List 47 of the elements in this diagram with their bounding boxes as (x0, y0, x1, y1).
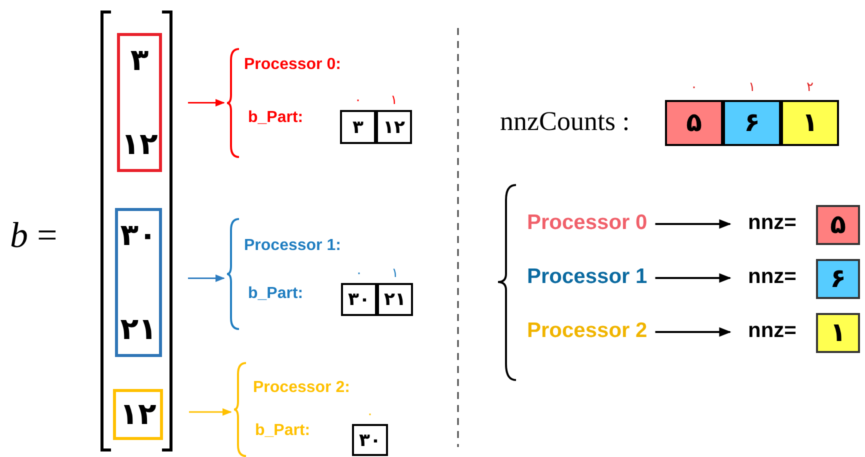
index-label: ۰ (356, 266, 362, 281)
processor-label: Processor 0 (527, 211, 648, 234)
processor-heading: Processor 0: (244, 56, 341, 74)
nnz-label: nnz= (748, 265, 796, 289)
processor-label: Processor 1 (527, 265, 648, 288)
cell-value: ۶ (830, 264, 846, 294)
array-name: nnzCounts : (500, 106, 630, 137)
arrow (655, 219, 732, 229)
vector-entry: ۱۲ (121, 128, 158, 161)
field-label: b_Part: (255, 422, 310, 440)
processor-heading: Processor 2: (253, 379, 350, 397)
nnz-label: nnz= (748, 319, 796, 343)
vector-entry: ۳۰ (120, 219, 157, 252)
field-label: b_Part: (248, 285, 304, 303)
vector-block (115, 208, 162, 357)
arrow (189, 408, 232, 416)
arrow (655, 327, 732, 337)
vector-block (117, 33, 162, 172)
arrow (188, 98, 225, 107)
index-label: ۲ (806, 80, 814, 95)
cell-value: ۳۰ (359, 430, 381, 450)
field-label: b_Part: (248, 109, 304, 127)
arrow (188, 274, 225, 282)
cell-value: ۵ (686, 108, 702, 138)
index-label: ۰ (366, 407, 374, 422)
index-label: ۱ (392, 266, 398, 281)
cell-value: ۲۱ (384, 289, 406, 310)
vector-entry: ۱۲ (120, 398, 156, 431)
index-label: ۰ (354, 93, 362, 108)
processor-label: Processor 2 (527, 319, 648, 342)
vector-entry: ۳ (130, 44, 149, 77)
nnz-label: nnz= (748, 211, 796, 235)
cell-value: ۶ (744, 108, 760, 138)
cell-value: ۱۲ (383, 116, 405, 138)
vector-block (113, 389, 163, 440)
index-label: ۰ (690, 80, 698, 95)
vector-entry: ۲۱ (120, 313, 157, 346)
equation-label: b = (10, 214, 58, 256)
cell-value: ۳۰ (348, 289, 370, 310)
cell-value: ۵ (830, 210, 846, 240)
cell-value: ۱ (802, 108, 818, 138)
arrow (655, 273, 732, 283)
cell-value: ۳ (352, 116, 364, 138)
index-label: ۱ (748, 80, 756, 95)
processor-heading: Processor 1: (244, 237, 341, 255)
cell-value: ۱ (830, 318, 846, 348)
index-label: ۱ (390, 93, 398, 108)
